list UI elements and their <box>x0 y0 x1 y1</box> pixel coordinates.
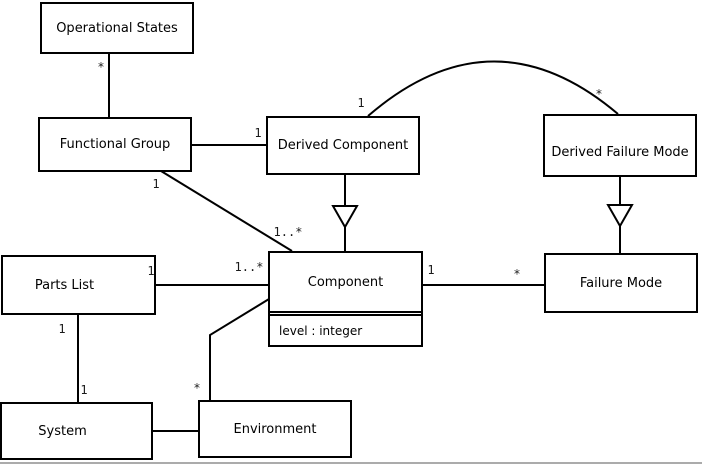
class-label: Environment <box>233 421 317 437</box>
class-box-environment[interactable]: Environment <box>198 400 352 458</box>
multiplicity-fg-comp-one: 1 <box>152 177 160 191</box>
edge-derived-component-derived-failure-mode-arc <box>367 60 619 117</box>
class-box-failure-mode[interactable]: Failure Mode <box>544 253 698 313</box>
multiplicity-fg-comp-many: 1..* <box>273 225 303 239</box>
multiplicity-dfm-arc: * <box>595 87 603 101</box>
component-attribute-compartment: level : integer <box>270 314 421 345</box>
class-label: Functional Group <box>59 137 171 152</box>
edge-functional-group-component <box>160 170 293 252</box>
class-label: Derived Component <box>277 138 409 153</box>
multiplicity-env-comp: * <box>193 381 201 395</box>
multiplicity-fg-dc: 1 <box>254 126 262 140</box>
class-box-derived-failure-mode[interactable]: Derived Failure Mode <box>543 114 697 177</box>
edge-environment-component <box>209 298 270 400</box>
class-box-component[interactable]: Component level : integer <box>268 251 423 347</box>
multiplicity-pl-comp-one: 1 <box>147 264 155 278</box>
window-bottom-edge <box>0 462 702 464</box>
class-label: System <box>38 423 87 439</box>
class-label: Failure Mode <box>579 275 663 291</box>
multiplicity-comp-fm-one: 1 <box>427 263 435 277</box>
multiplicity-pl-comp-many: 1..* <box>234 260 264 274</box>
multiplicity-os-fg: * <box>97 60 105 74</box>
class-label: Operational States <box>56 20 178 36</box>
class-box-system[interactable]: System <box>0 402 153 460</box>
class-label: Component <box>307 274 384 290</box>
class-label: Parts List <box>34 277 95 293</box>
generalization-triangle-component <box>331 205 359 230</box>
generalization-triangle-failure-mode <box>606 204 634 229</box>
multiplicity-dc-arc: 1 <box>357 96 365 110</box>
class-label: Derived Failure Mode <box>551 145 689 160</box>
class-box-derived-component[interactable]: Derived Component <box>266 116 420 175</box>
class-box-operational-states[interactable]: Operational States <box>40 2 194 54</box>
attribute-label: level : integer <box>279 323 363 338</box>
multiplicity-pl-sys-bottom: 1 <box>80 383 88 397</box>
class-box-parts-list[interactable]: Parts List <box>1 255 156 315</box>
class-box-functional-group[interactable]: Functional Group <box>38 117 192 172</box>
component-name-compartment: Component <box>270 253 421 313</box>
multiplicity-comp-fm-many: * <box>513 267 521 281</box>
multiplicity-pl-sys-top: 1 <box>58 322 66 336</box>
